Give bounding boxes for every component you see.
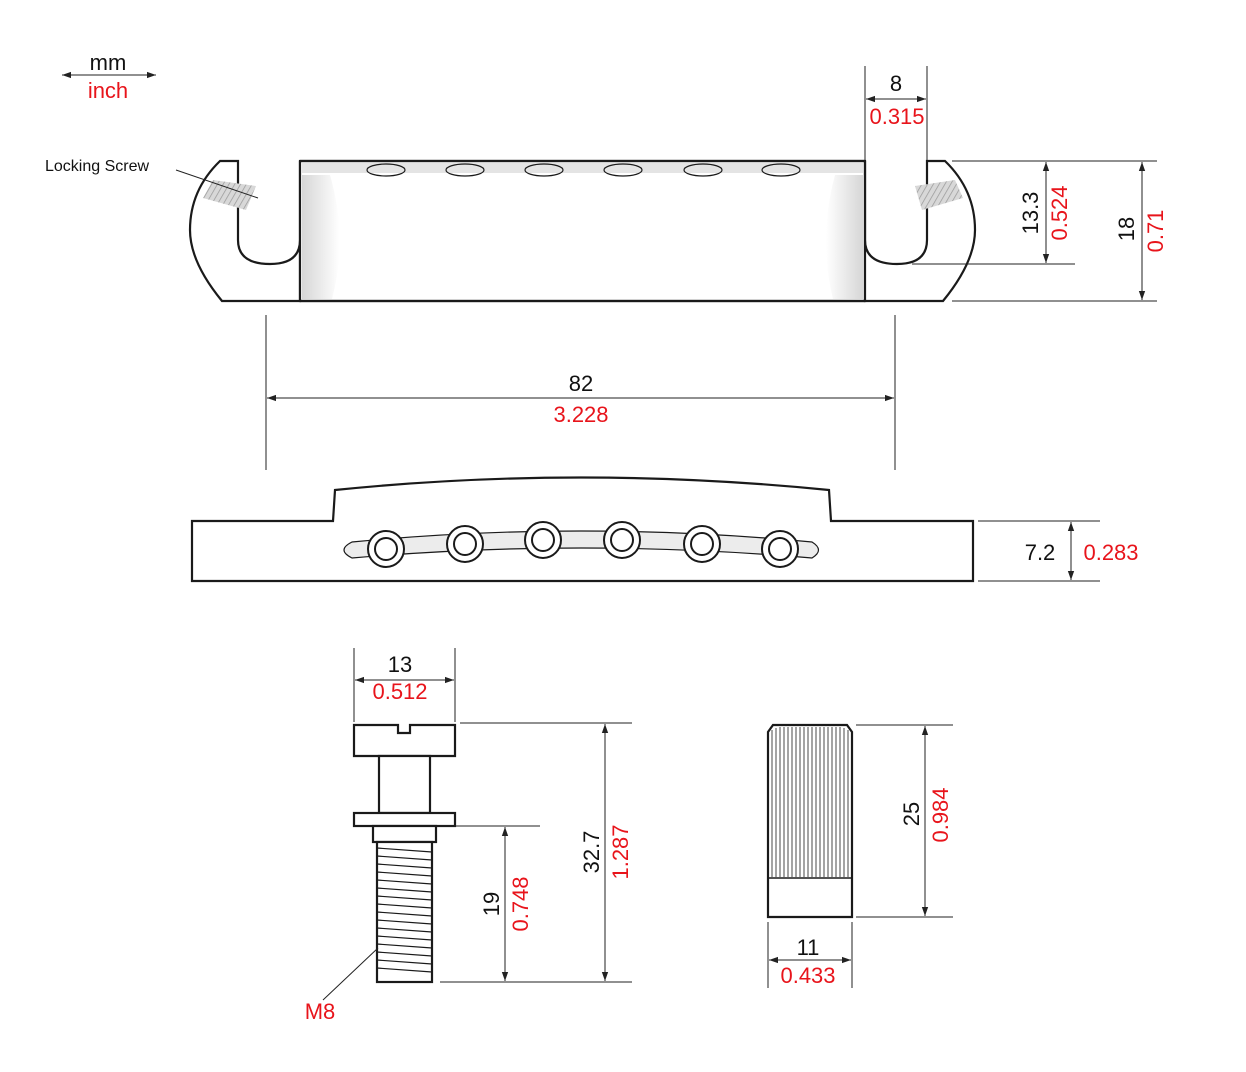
stud-length-mm: 32.7 bbox=[579, 831, 604, 874]
legend-inch-label: inch bbox=[88, 78, 128, 103]
dim-depth: 13.3 0.524 18 0.71 bbox=[912, 160, 1168, 302]
knurl-lines bbox=[771, 727, 849, 877]
left-shading bbox=[302, 175, 340, 299]
dim-bushing-length: 25 0.984 bbox=[856, 724, 953, 918]
thread-length-inch: 0.748 bbox=[508, 876, 533, 931]
tailpiece-front-view bbox=[190, 476, 975, 583]
bushing-diameter-inch: 0.433 bbox=[780, 963, 835, 988]
tailpiece-height-mm: 7.2 bbox=[1025, 540, 1056, 565]
bushing-diameter-mm: 11 bbox=[797, 935, 820, 960]
right-shading bbox=[825, 175, 863, 299]
thread-length-mm: 19 bbox=[479, 892, 504, 916]
locking-screw-right bbox=[915, 180, 963, 210]
slot-depth-mm: 13.3 bbox=[1018, 192, 1043, 235]
string-hole bbox=[683, 163, 723, 177]
thread-lines bbox=[376, 847, 433, 973]
left-end-shape bbox=[188, 159, 302, 303]
stud-screw bbox=[352, 723, 457, 984]
string-hole bbox=[366, 163, 406, 177]
thread-leader bbox=[322, 947, 379, 1001]
dim-stud-head: 13 0.512 bbox=[353, 648, 456, 722]
slot-depth-inch: 0.524 bbox=[1047, 185, 1072, 240]
string-anchor bbox=[683, 525, 721, 563]
string-anchor bbox=[524, 521, 562, 559]
string-anchor bbox=[603, 521, 641, 559]
unit-legend: mm inch bbox=[62, 50, 156, 103]
tailpiece-height-inch: 0.283 bbox=[1083, 540, 1138, 565]
string-anchor bbox=[367, 530, 405, 568]
stud-spacing-mm: 82 bbox=[569, 371, 593, 396]
dim-bushing-diameter: 11 0.433 bbox=[767, 922, 853, 988]
stud-bushing bbox=[766, 723, 854, 919]
stud-flange bbox=[352, 811, 457, 828]
string-hole bbox=[603, 163, 643, 177]
bushing-body bbox=[766, 723, 854, 919]
bushing-length-mm: 25 bbox=[899, 802, 924, 826]
stud-head-inch: 0.512 bbox=[372, 679, 427, 704]
stud-length-inch: 1.287 bbox=[608, 824, 633, 879]
locking-screw-left bbox=[203, 180, 256, 210]
right-end-shape bbox=[863, 159, 977, 303]
tailpiece-depth-inch: 0.71 bbox=[1143, 210, 1168, 253]
dim-stud-spacing: 82 3.228 bbox=[265, 315, 896, 470]
string-hole bbox=[761, 163, 801, 177]
bushing-length-inch: 0.984 bbox=[928, 787, 953, 842]
string-anchors bbox=[367, 521, 799, 568]
string-anchor bbox=[761, 530, 799, 568]
locking-screw-leader bbox=[175, 169, 259, 199]
slot-width-inch: 0.315 bbox=[869, 104, 924, 129]
string-hole bbox=[445, 163, 485, 177]
locking-screw-label: Locking Screw bbox=[45, 158, 149, 175]
stud-thread bbox=[375, 840, 434, 984]
stud-neck bbox=[377, 754, 432, 815]
legend-mm-label: mm bbox=[90, 50, 127, 75]
body-top-face bbox=[302, 163, 863, 173]
thread-size-label: M8 bbox=[305, 999, 336, 1024]
string-holes-top bbox=[366, 163, 801, 177]
dim-stud-length: 32.7 1.287 19 0.748 bbox=[440, 722, 633, 983]
tailpiece-top-view bbox=[188, 159, 977, 303]
stud-spacing-inch: 3.228 bbox=[553, 402, 608, 427]
dim-slot-width: 8 0.315 bbox=[864, 66, 928, 160]
stud-head-mm: 13 bbox=[388, 652, 412, 677]
front-body bbox=[190, 476, 975, 583]
stud-head bbox=[352, 723, 457, 758]
string-hole bbox=[524, 163, 564, 177]
dim-tailpiece-height: 7.2 0.283 bbox=[978, 520, 1139, 582]
string-anchor bbox=[446, 525, 484, 563]
tailpiece-body bbox=[298, 159, 867, 303]
stud-collar bbox=[371, 824, 438, 844]
tailpiece-depth-mm: 18 bbox=[1114, 217, 1139, 241]
slot-width-mm: 8 bbox=[890, 71, 902, 96]
